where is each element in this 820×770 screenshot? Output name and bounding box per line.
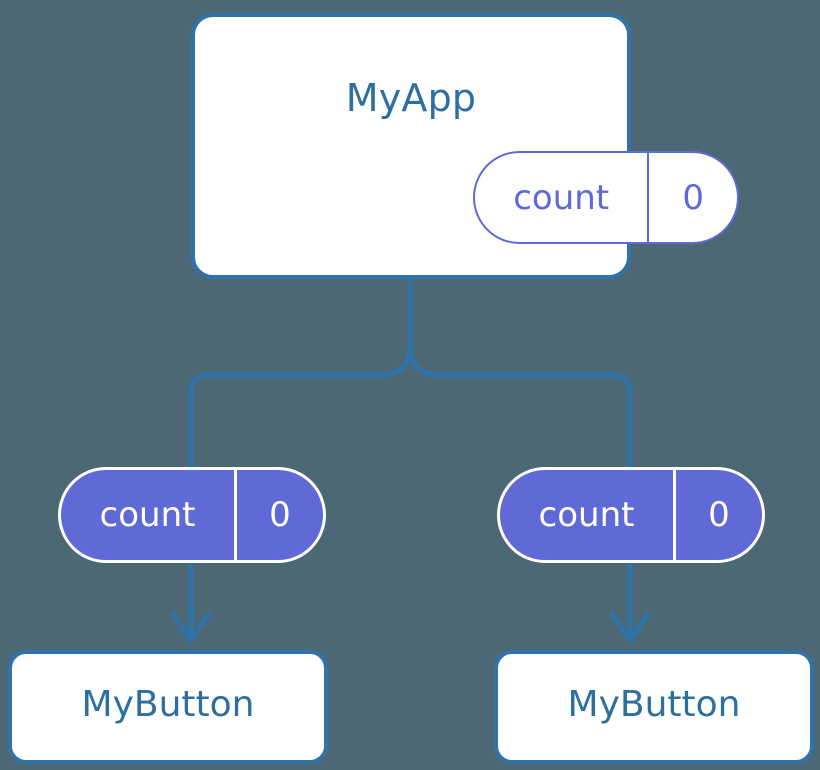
edge-fork-left — [188, 345, 413, 473]
arrowhead-right — [609, 611, 651, 643]
left-state-value: 0 — [234, 470, 323, 560]
myapp-title: MyApp — [345, 76, 477, 120]
node-mybutton-left-card[interactable]: MyButton — [8, 650, 328, 764]
mybutton-right-title: MyButton — [567, 684, 741, 725]
right-state-pill[interactable]: count 0 — [497, 467, 765, 563]
right-state-value: 0 — [673, 470, 762, 560]
node-myapp-card[interactable]: MyApp count 0 — [191, 13, 739, 279]
mybutton-left-title: MyButton — [81, 684, 255, 725]
myapp-state-key: count — [513, 177, 610, 218]
myapp-state-pill[interactable]: count 0 — [473, 151, 739, 244]
arrowhead-left — [170, 611, 212, 643]
left-state-pill[interactable]: count 0 — [58, 467, 326, 563]
edge-fork-right — [407, 345, 633, 473]
myapp-state-value: 0 — [647, 153, 737, 242]
node-mybutton-right-card[interactable]: MyButton — [494, 650, 814, 764]
right-state-key: count — [538, 495, 635, 535]
left-state-key: count — [99, 495, 196, 535]
